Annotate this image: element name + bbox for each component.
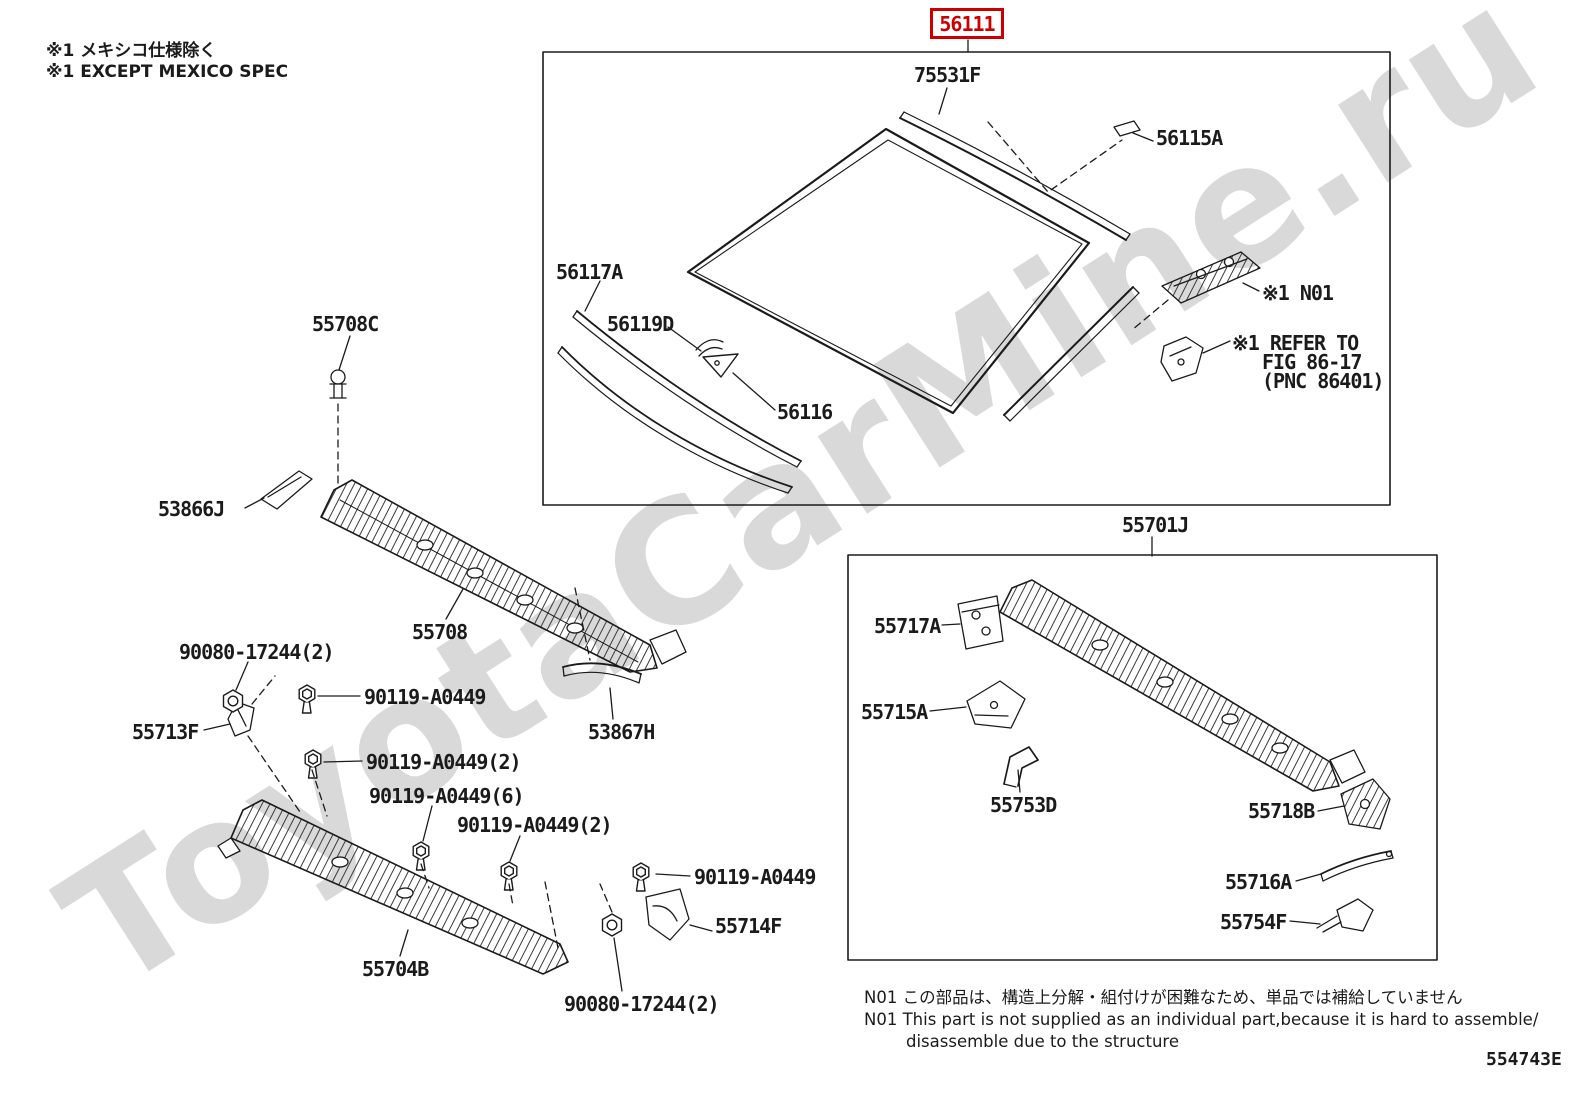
part-label-55713f[interactable]: 55713F	[132, 720, 199, 744]
refer-note-line1: ※1 REFER TO	[1232, 331, 1359, 355]
note-except-mexico-jp: ※1 メキシコ仕様除く	[46, 41, 217, 61]
part-label-90119-a0449-one[interactable]: 90119-A0449	[694, 865, 816, 889]
part-label-90080-17244-bottom[interactable]: 90080-17244(2)	[564, 992, 720, 1016]
side-moulding-drawing	[1003, 286, 1140, 422]
part-label-56116[interactable]: 56116	[777, 400, 833, 424]
part-label-90119-a0449-1[interactable]: 90119-A0449	[364, 685, 486, 709]
part-label-90119-a0449-6[interactable]: 90119-A0449(6)	[369, 784, 525, 808]
part-label-55715a[interactable]: 55715A	[861, 700, 928, 724]
part-label-55754f[interactable]: 55754F	[1220, 910, 1287, 934]
bracket-55753d-drawing	[1003, 746, 1039, 788]
seal-drawing	[562, 662, 642, 684]
part-label-56117a[interactable]: 56117A	[556, 260, 623, 284]
part-label-55717a[interactable]: 55717A	[874, 614, 941, 638]
note-except-mexico-en: ※1 EXCEPT MEXICO SPEC	[46, 62, 289, 82]
part-label-55708[interactable]: 55708	[412, 620, 468, 644]
upper-moulding-drawing	[899, 111, 1131, 241]
part-label-56119d[interactable]: 56119D	[607, 312, 674, 336]
refer-note-line3: (PNC 86401)	[1262, 369, 1384, 393]
bracket-55718b-drawing	[1340, 778, 1391, 830]
cowl-assembly-box	[847, 554, 1438, 961]
part-label-55718b[interactable]: 55718B	[1248, 799, 1315, 823]
footnote-jp: N01 この部品は、構造上分解・組付けが困難なため、単品では補給していません	[864, 988, 1463, 1007]
bracket-53866j-drawing	[260, 470, 313, 510]
part-label-90080-17244-top[interactable]: 90080-17244(2)	[179, 640, 335, 664]
refer-note-line2: FIG 86-17	[1262, 350, 1362, 374]
cowl-louver-drawing	[320, 479, 687, 673]
part-label-53866j[interactable]: 53866J	[158, 497, 225, 521]
windshield-glass-drawing	[686, 127, 1091, 415]
bracket-55717a-drawing	[957, 595, 1004, 650]
part-label-56111[interactable]: 56111	[939, 11, 995, 36]
footnote-en-line2: disassemble due to the structure	[906, 1032, 1179, 1051]
part-label-55716a[interactable]: 55716A	[1225, 870, 1292, 894]
moulding-clip-drawing	[987, 120, 1141, 193]
part-label-55704b[interactable]: 55704B	[362, 957, 429, 981]
strip-55716a-drawing	[1320, 850, 1394, 882]
windshield-assembly-box	[542, 51, 1391, 506]
lower-moulding-drawing	[557, 310, 802, 494]
footnote-en-line1: N01 This part is not supplied as an indi…	[864, 1010, 1539, 1029]
leader-lines	[203, 87, 1345, 992]
drawing-code: 554743E	[1486, 1049, 1562, 1070]
lower-cowl-drawing	[217, 799, 569, 975]
cowl-assembly-drawing	[999, 579, 1366, 792]
highlighted-part-box[interactable]: 56111	[930, 8, 1004, 39]
part-label-55701j[interactable]: 55701J	[1122, 513, 1189, 537]
part-label-55753d[interactable]: 55753D	[990, 793, 1057, 817]
part-label-90119-a0449-2[interactable]: 90119-A0449(2)	[366, 750, 522, 774]
refer-bracket-drawing	[1160, 336, 1204, 382]
n01-bracket-drawing	[1131, 251, 1261, 331]
bracket-55754f-drawing	[1316, 898, 1374, 933]
part-label-90119-a0449-2b[interactable]: 90119-A0449(2)	[457, 813, 613, 837]
bracket-55713f-drawing	[227, 675, 301, 813]
part-label-75531f[interactable]: 75531F	[914, 63, 981, 87]
bracket-55715a-drawing	[966, 680, 1026, 729]
part-label-55714f[interactable]: 55714F	[715, 914, 782, 938]
part-label-56115a[interactable]: 56115A	[1156, 126, 1223, 150]
note-n01-ref: ※1 N01	[1262, 281, 1334, 305]
fasteners-drawing	[222, 587, 650, 949]
part-label-55708c[interactable]: 55708C	[312, 312, 379, 336]
part-label-53867h[interactable]: 53867H	[588, 720, 655, 744]
clip-55708c-drawing	[329, 369, 347, 487]
panel-55714f-drawing	[645, 888, 690, 941]
